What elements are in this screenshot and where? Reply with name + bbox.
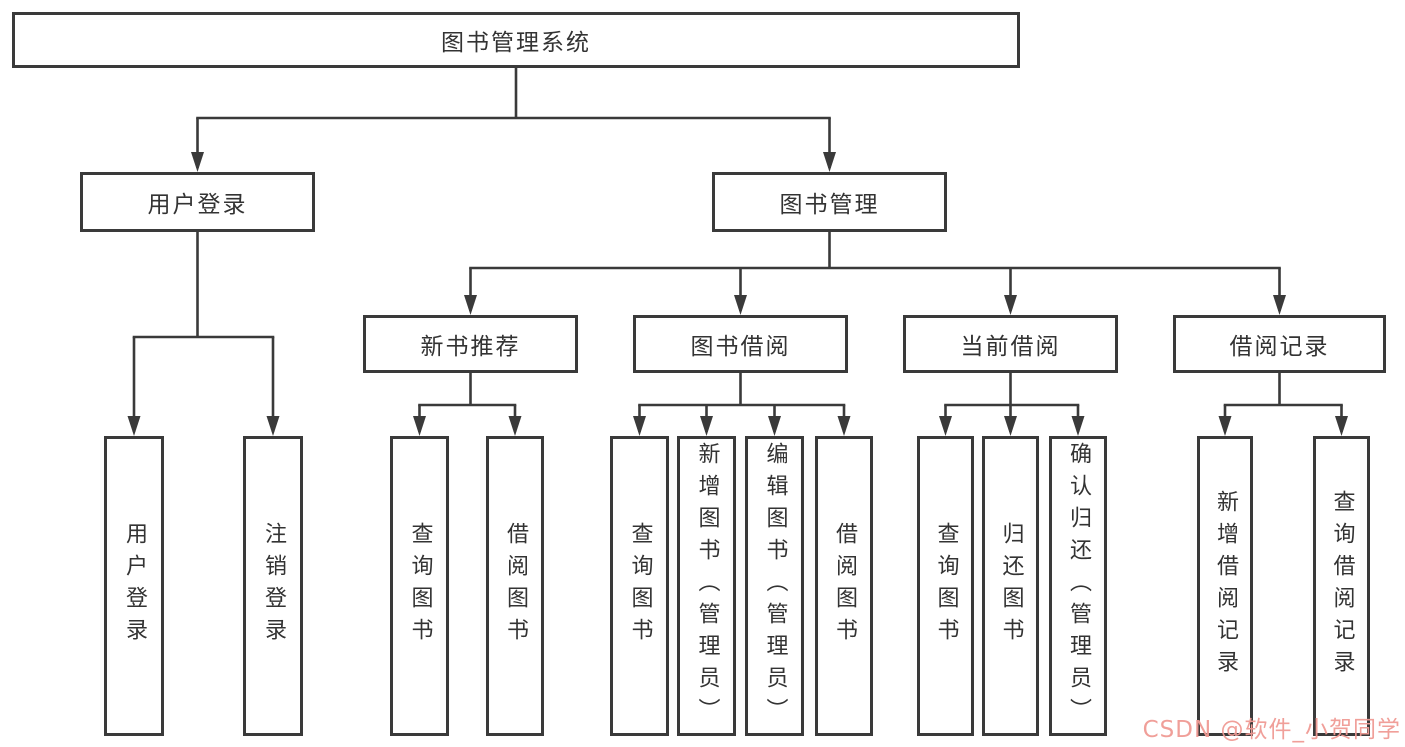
diagram-node-current-borrow: 当前借阅	[903, 315, 1118, 373]
diagram-node-leaf-borrow-book-2: 借阅图书	[815, 436, 873, 736]
diagram-node-leaf-return-book: 归还图书	[982, 436, 1039, 736]
diagram-node-leaf-query-book-1: 查询图书	[390, 436, 449, 736]
diagram-node-root: 图书管理系统	[12, 12, 1020, 68]
diagram-node-leaf-query-book-3: 查询图书	[917, 436, 974, 736]
diagram-node-leaf-edit-book: 编辑图书（管理员）	[745, 436, 804, 736]
diagram-node-leaf-confirm-return: 确认归还（管理员）	[1049, 436, 1107, 736]
diagram-node-leaf-logout: 注销登录	[243, 436, 303, 736]
diagram-node-user-login: 用户登录	[80, 172, 315, 232]
diagram-node-leaf-query-book-2: 查询图书	[610, 436, 669, 736]
diagram-node-borrow-records: 借阅记录	[1173, 315, 1386, 373]
diagram-node-leaf-borrow-book-1: 借阅图书	[486, 436, 544, 736]
diagram-node-leaf-add-record: 新增借阅记录	[1197, 436, 1253, 736]
diagram-node-leaf-user-login: 用户登录	[104, 436, 164, 736]
diagram-node-leaf-add-book: 新增图书（管理员）	[677, 436, 736, 736]
diagram-node-new-book-rec: 新书推荐	[363, 315, 578, 373]
diagram-node-leaf-query-record: 查询借阅记录	[1313, 436, 1370, 736]
diagram-node-book-borrow: 图书借阅	[633, 315, 848, 373]
diagram-node-book-mgmt: 图书管理	[712, 172, 947, 232]
